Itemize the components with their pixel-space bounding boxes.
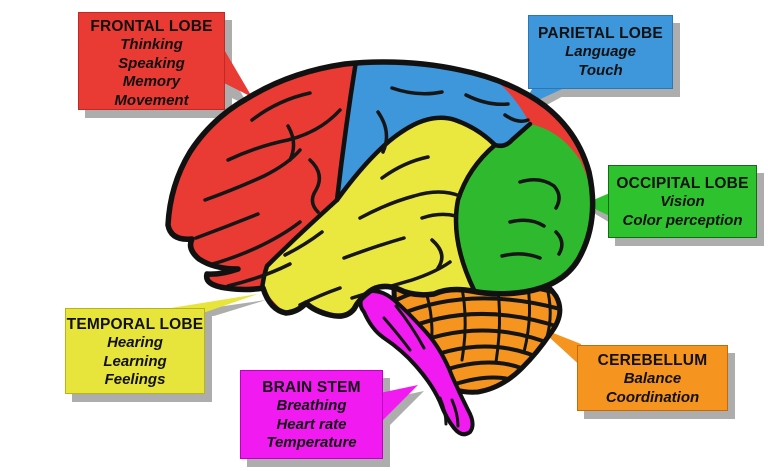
callout-item: Hearing	[107, 334, 163, 351]
brain-stem-lines	[382, 304, 460, 428]
callout-item: Movement	[114, 91, 189, 109]
callout-occipital-lobe: OCCIPITAL LOBE Vision Color perception	[608, 165, 757, 238]
callout-temporal-lobe: TEMPORAL LOBE Hearing Learning Feelings	[65, 308, 205, 394]
callout-item: Breathing	[276, 397, 347, 414]
frontal-callout-pointer	[222, 46, 252, 97]
callout-item: Learning	[103, 352, 167, 370]
callout-item: Language	[565, 43, 636, 60]
callout-item: Color perception	[622, 211, 743, 229]
callout-item: Temperature	[266, 434, 357, 451]
callout-cerebellum: CEREBELLUM Balance Coordination	[577, 345, 728, 411]
callout-title: CEREBELLUM	[597, 352, 708, 369]
temporal-callout-pointer	[146, 294, 258, 312]
callout-item: Memory	[122, 73, 181, 90]
brain-outline	[165, 59, 596, 319]
brain-stem-region	[358, 289, 475, 437]
frontal-sulci-lines	[194, 91, 342, 288]
callout-item: Thinking	[120, 36, 183, 53]
callout-title: PARIETAL LOBE	[538, 25, 663, 42]
callout-item: Vision	[660, 193, 705, 210]
occipital-callout-pointer	[584, 192, 612, 217]
callout-frontal-lobe: FRONTAL LOBE Thinking Speaking Memory Mo…	[78, 12, 225, 110]
callout-item: Heart rate	[276, 415, 347, 433]
callout-item: Speaking	[118, 54, 185, 72]
callout-pointers	[146, 46, 612, 423]
callout-title: BRAIN STEM	[262, 379, 361, 396]
brain-stem-callout-pointer	[380, 385, 418, 423]
occipital-sulci-lines	[500, 178, 564, 260]
callout-item: Touch	[578, 61, 623, 79]
callout-item: Feelings	[104, 371, 166, 388]
parietal-lobe-region	[337, 62, 530, 200]
parietal-sulci-lines	[376, 86, 530, 154]
callout-item: Balance	[623, 370, 682, 387]
callout-brain-stem: BRAIN STEM Breathing Heart rate Temperat…	[240, 370, 383, 459]
callout-parietal-lobe: PARIETAL LOBE Language Touch	[528, 15, 673, 89]
callout-title: FRONTAL LOBE	[90, 18, 213, 35]
callout-title: TEMPORAL LOBE	[66, 316, 204, 333]
callout-title: OCCIPITAL LOBE	[616, 175, 749, 192]
callout-item: Coordination	[605, 388, 700, 406]
